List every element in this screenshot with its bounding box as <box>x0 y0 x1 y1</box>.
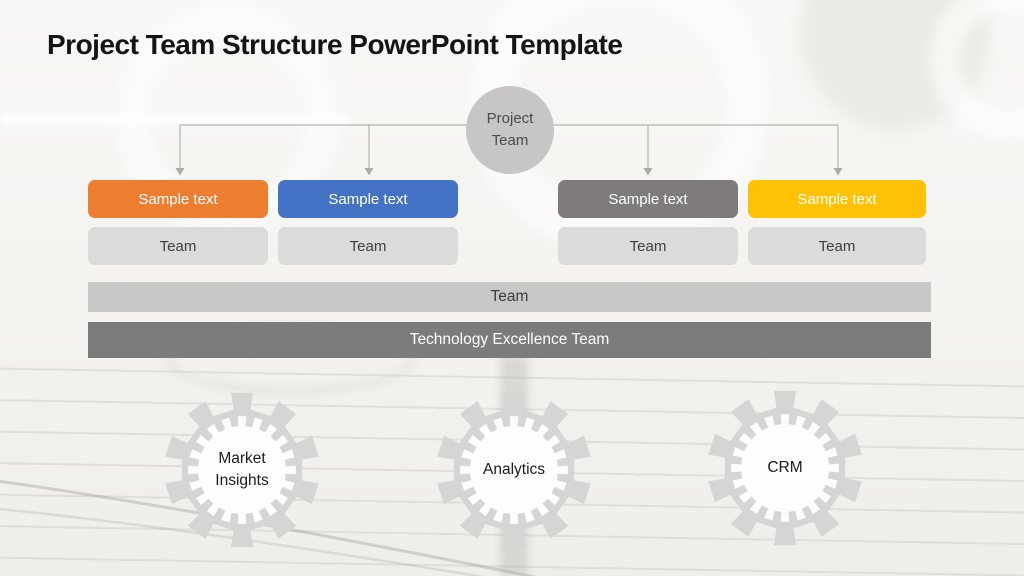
gear-icon <box>165 392 319 548</box>
gear-market-insights: Market Insights <box>162 390 322 550</box>
branch-box-yellow: Sample text <box>748 180 926 218</box>
root-node-label: Project Team <box>486 109 534 150</box>
gear-icon <box>708 390 862 546</box>
branch-box-blue: Sample text <box>278 180 458 218</box>
slide-title: Project Team Structure PowerPoint Templa… <box>47 29 623 60</box>
team-box: Team <box>278 227 458 265</box>
team-wide-bar: Team <box>88 282 931 312</box>
arrow-down-icon <box>175 168 185 176</box>
technology-excellence-team-bar: Technology Excellence Team <box>88 322 931 358</box>
team-box: Team <box>558 227 738 265</box>
root-node-project-team: Project Team <box>466 86 554 174</box>
branch-box-gray: Sample text <box>558 180 738 218</box>
team-box: Team <box>88 227 268 265</box>
gear-label: CRM <box>767 458 803 476</box>
team-box: Team <box>748 227 926 265</box>
arrow-down-icon <box>833 168 843 176</box>
gear-analytics: Analytics <box>434 390 594 550</box>
arrow-down-icon <box>643 168 653 176</box>
arrow-down-icon <box>364 168 374 176</box>
branch-box-orange: Sample text <box>88 180 268 218</box>
gear-label: Market Insights <box>215 449 269 489</box>
gear-crm: CRM <box>705 388 865 548</box>
gear-icon <box>437 392 591 548</box>
gear-label: Analytics <box>482 460 546 478</box>
